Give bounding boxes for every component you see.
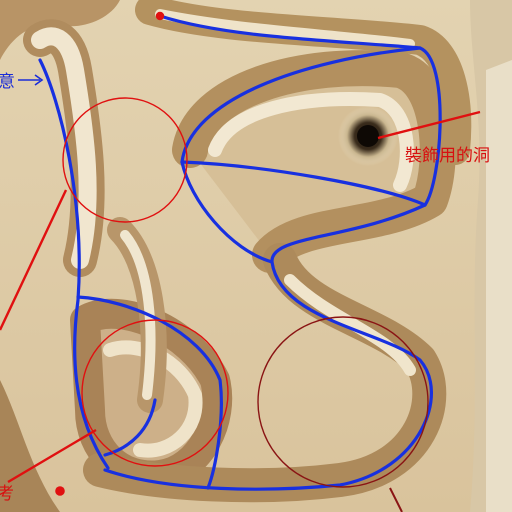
- annotation-circle-lower-right: [257, 316, 429, 488]
- route-left-vertical: [38, 58, 110, 470]
- red-dot-icon-bottom: [55, 486, 65, 496]
- route-upper-loop: [180, 46, 422, 164]
- route-lower-bend: [180, 160, 274, 264]
- hole-label: 裝飾用的洞: [405, 146, 490, 166]
- left-label: 意: [0, 72, 15, 92]
- annotation-leader-dark: [389, 487, 403, 512]
- bottom-left-label: 考: [0, 484, 14, 504]
- groove-relief: [23, 0, 472, 503]
- hole-center: [357, 125, 379, 147]
- route-pocket-outline: [76, 295, 223, 490]
- annotation-circle-upper-left: [62, 97, 188, 223]
- left-label-arrowhead: [34, 74, 44, 86]
- route-mid-horizontal: [180, 160, 427, 207]
- annotation-leaders: [0, 110, 481, 484]
- right-edge-light: [486, 60, 512, 512]
- annotation-circle-lower-left: [81, 319, 229, 467]
- outer-shade-topleft: [0, 0, 120, 60]
- red-dot-icon: [155, 11, 165, 21]
- route-right-loop: [103, 203, 433, 491]
